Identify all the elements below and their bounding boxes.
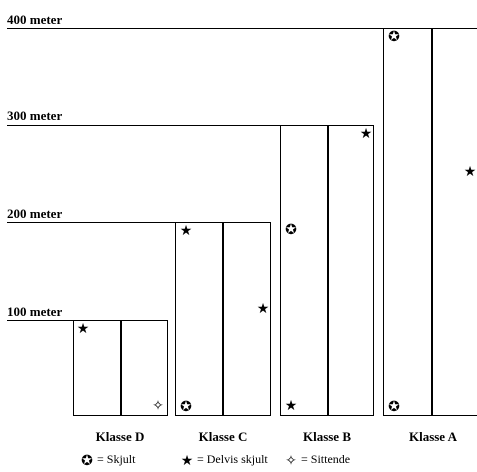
- legend-sitting-text: = Sittende: [301, 452, 351, 466]
- klasse-c-box: ★ ★ ✪: [175, 222, 271, 416]
- label-400-meter: 400 meter: [7, 12, 63, 27]
- line-400-meter: [7, 28, 475, 29]
- klasse-c-divider: [222, 223, 224, 415]
- hidden-star-icon: ✪: [180, 400, 192, 415]
- klasse-a-label: Klasse A: [408, 429, 458, 444]
- legend-partial-text: = Delvis skjult: [197, 452, 268, 466]
- legend-hidden: ✪ = Skjult: [80, 452, 135, 469]
- klasse-a-divider: [431, 29, 433, 415]
- klasse-c-label: Klasse C: [198, 429, 248, 444]
- partial-star-icon: ★: [284, 399, 298, 414]
- partial-star-icon: ★: [359, 127, 373, 142]
- klasse-d-divider: [120, 321, 122, 415]
- partial-star-icon: ★: [179, 224, 193, 239]
- label-100-meter: 100 meter: [7, 304, 63, 319]
- line-300-meter: [7, 125, 280, 126]
- legend-partial: ★= Delvis skjult: [180, 452, 268, 469]
- line-100-meter: [7, 320, 73, 321]
- hidden-star-icon: ✪: [81, 454, 93, 469]
- legend-sitting: ✧ = Sittende: [284, 452, 350, 469]
- partial-star-icon: ★: [76, 322, 90, 337]
- klasse-b-box: ★ ✪ ★: [280, 125, 374, 416]
- partial-star-icon: ★: [256, 302, 270, 317]
- klasse-d-label: Klasse D: [95, 429, 145, 444]
- line-200-meter: [7, 222, 175, 223]
- hidden-star-icon: ✪: [285, 223, 297, 238]
- hidden-star-icon: ✪: [388, 400, 400, 415]
- label-300-meter: 300 meter: [7, 108, 63, 123]
- sitting-star-icon: ✧: [152, 399, 164, 414]
- klasse-b-divider: [327, 126, 329, 415]
- hidden-star-icon: ✪: [388, 30, 400, 45]
- klasse-d-box: ★ ✧: [73, 320, 168, 416]
- partial-star-icon: ★: [463, 165, 477, 180]
- label-200-meter: 200 meter: [7, 206, 63, 221]
- klasse-b-label: Klasse B: [302, 429, 352, 444]
- sitting-star-icon: ✧: [285, 454, 297, 469]
- klasse-a-box: ✪ ★ ✪: [383, 28, 477, 416]
- partial-star-icon: ★: [180, 454, 194, 469]
- legend-hidden-text: = Skjult: [97, 452, 136, 466]
